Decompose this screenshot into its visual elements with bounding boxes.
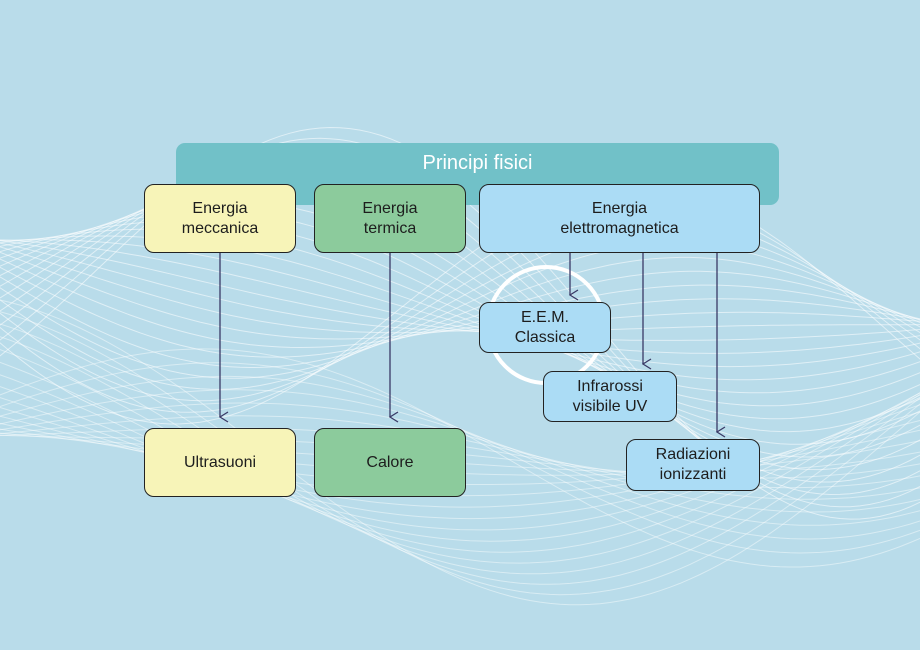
header-title: Principi fisici [422,152,533,174]
box-ionizing-radiation: Radiazioni ionizzanti [626,439,760,491]
box-infrared-visible-uv: Infrarossi visibile UV [543,371,677,422]
box-label: Radiazioni ionizzanti [655,446,731,483]
box-eem-classical: E.E.M. Classica [479,302,611,353]
box-label: Infrarossi visibile UV [572,377,648,415]
box-ultrasound: Ultrasuoni [144,428,296,497]
box-label: Energia elettromagnetica [560,199,679,237]
box-label: Ultrasuoni [183,453,257,471]
box-label: Energia termica [362,199,418,237]
box-mechanical-energy: Energia meccanica [144,184,296,253]
box-label: Energia meccanica [181,199,259,237]
box-heat: Calore [314,428,466,497]
box-thermal-energy: Energia termica [314,184,466,253]
box-label: E.E.M. Classica [514,308,576,346]
box-electromagnetic-energy: Energia elettromagnetica [479,184,760,253]
box-label: Calore [366,453,414,471]
